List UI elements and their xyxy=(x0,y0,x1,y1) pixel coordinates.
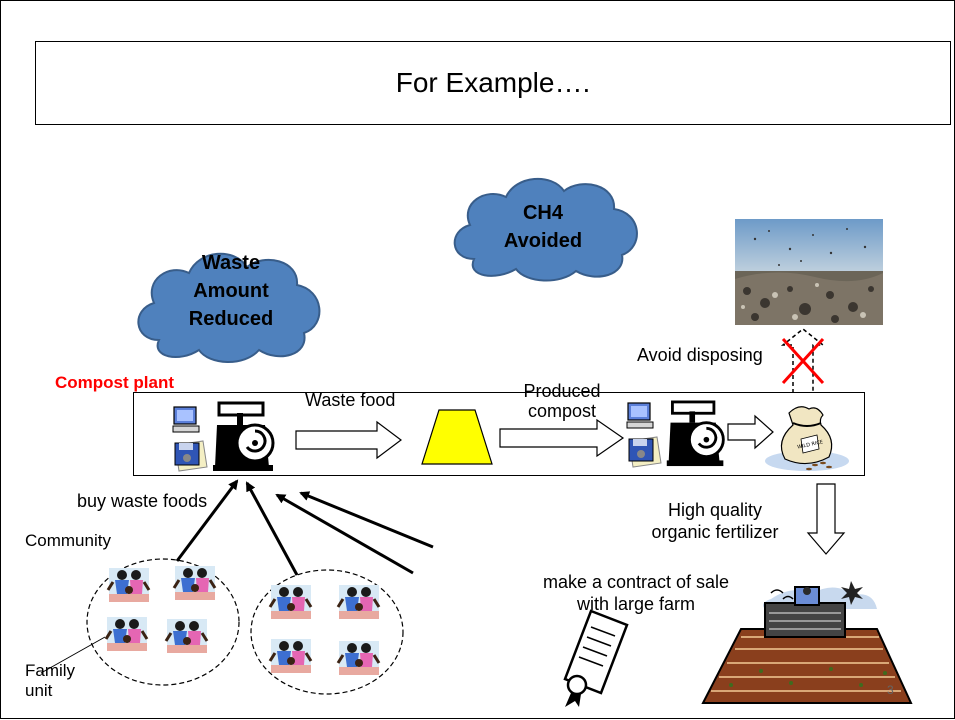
scale-icon-right xyxy=(666,400,725,467)
compost-trapezoid xyxy=(421,409,493,465)
scale-icon-left xyxy=(213,401,275,471)
produced-compost-line-1: Produced xyxy=(523,381,601,401)
buy-waste-foods-label: buy waste foods xyxy=(77,491,208,511)
floppy-disk-icon-right xyxy=(628,436,662,468)
computer-icon xyxy=(172,406,200,433)
high-quality-line-1: High quality xyxy=(667,500,763,520)
family-unit-line-2: unit xyxy=(25,681,53,700)
contract-line-2: with large farm xyxy=(576,594,696,614)
community-group-1 xyxy=(86,558,240,686)
ch4-cloud-line-1: CH4 xyxy=(522,202,563,224)
waste-cloud-line-1: Waste xyxy=(201,252,261,274)
page-number: 3 xyxy=(887,683,894,697)
bag-label: WILD RICE xyxy=(797,439,824,450)
waste-cloud-label: Waste Amount Reduced xyxy=(161,249,301,333)
contract-line-1: make a contract of sale xyxy=(542,572,730,592)
waste-food-arrow xyxy=(295,420,402,460)
family-unit-label: Family unit xyxy=(25,661,75,701)
ch4-cloud-label: CH4 Avoided xyxy=(483,199,603,255)
waste-food-label: Waste food xyxy=(305,390,396,410)
bag-arrow xyxy=(727,414,774,450)
certificate-icon xyxy=(563,609,629,707)
community-label: Community xyxy=(25,531,111,550)
produced-compost-line-2: compost xyxy=(527,401,597,421)
ch4-cloud-shape xyxy=(453,178,638,282)
landfill-photo xyxy=(735,219,883,325)
produced-compost-arrow xyxy=(499,418,625,458)
floppy-disk-icon xyxy=(174,440,208,472)
waste-cloud-line-3: Reduced xyxy=(188,308,274,330)
slide-title: For Example…. xyxy=(35,41,951,125)
contract-label: make a contract of sale with large farm xyxy=(531,571,741,615)
produced-compost-label: Produced compost xyxy=(507,381,617,421)
community-group-2 xyxy=(250,569,404,695)
waste-cloud-line-2: Amount xyxy=(193,280,269,302)
ch4-cloud-line-2: Avoided xyxy=(503,230,583,252)
avoid-disposing-arrow xyxy=(780,328,826,394)
high-quality-label: High quality organic fertilizer xyxy=(621,499,809,543)
fertilizer-down-arrow xyxy=(806,483,846,555)
computer-icon-right xyxy=(626,402,654,429)
red-x-icon xyxy=(781,337,825,385)
waste-cloud-shape xyxy=(137,252,321,363)
avoid-disposing-label: Avoid disposing xyxy=(637,345,763,365)
high-quality-line-2: organic fertilizer xyxy=(651,522,779,542)
farm-tractor-icon xyxy=(701,581,913,704)
compost-plant-label: Compost plant xyxy=(55,373,174,392)
family-unit-line-1: Family xyxy=(25,661,76,680)
fertilizer-bag-icon: WILD RICE xyxy=(765,406,849,471)
